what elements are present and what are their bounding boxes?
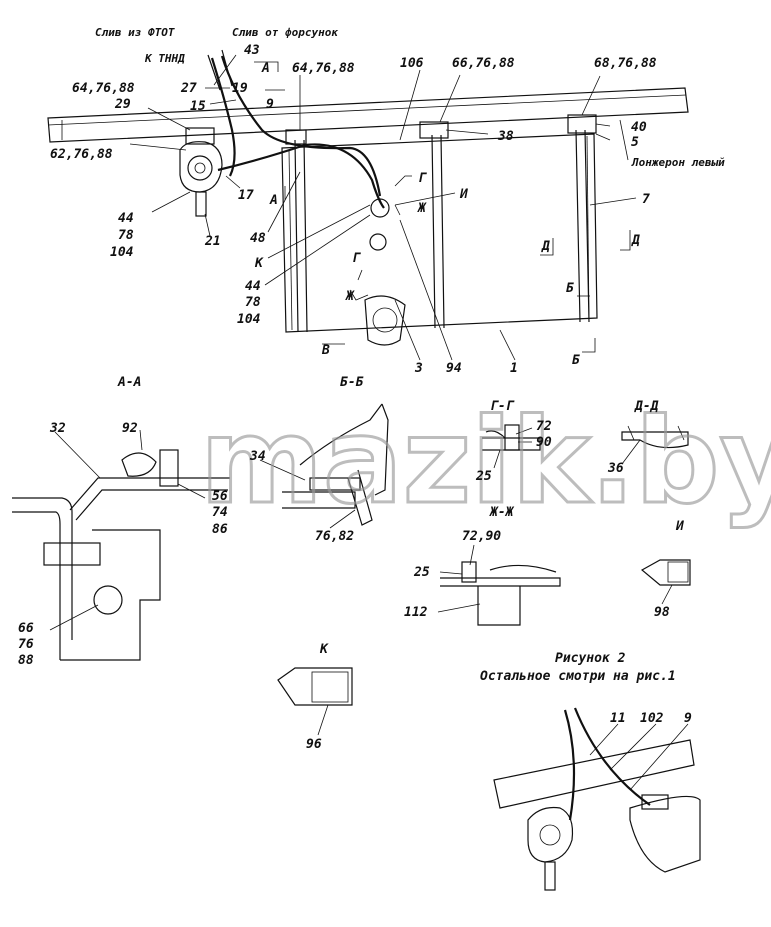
label-74: 74 [212, 505, 228, 520]
label-34: 34 [249, 449, 266, 464]
label-88-aa: 88 [18, 653, 34, 668]
label-72-90-zhzh: 72,90 [462, 529, 501, 544]
label-D-1: Д [541, 239, 550, 254]
label-72-gg: 72 [536, 419, 552, 434]
side-member-rail [47, 87, 689, 143]
label-56: 56 [212, 489, 228, 504]
label-112: 112 [404, 605, 428, 620]
figure-note: Остальное смотри на рис.1 [480, 669, 676, 684]
label-36: 36 [607, 461, 624, 476]
section-zhzh-drawing [437, 544, 561, 626]
position-labels: 43 27 19 15 9 64,76,88 29 62,76,88 64,76… [18, 43, 692, 752]
label-106: 106 [400, 56, 424, 71]
label-104-b: 104 [237, 312, 261, 327]
label-A-top: А [261, 61, 270, 76]
label-76-82: 76,82 [315, 529, 354, 544]
label-102: 102 [640, 711, 664, 726]
section-dd-drawing [621, 425, 689, 465]
label-64-76-88-b: 64,76,88 [292, 61, 355, 76]
label-9: 9 [266, 97, 274, 112]
view-i-drawing [640, 559, 691, 605]
label-40: 40 [631, 120, 647, 135]
label-96: 96 [306, 737, 322, 752]
section-bb-drawing [259, 403, 389, 529]
caption-drain-injectors: Слив от форсунок [232, 26, 338, 39]
label-98: 98 [654, 605, 670, 620]
label-29: 29 [114, 97, 131, 112]
caption-side-member: Лонжерон левый [631, 156, 725, 169]
view-title-k: К [319, 642, 329, 657]
label-B-2: Б [572, 353, 580, 368]
label-43: 43 [244, 43, 260, 58]
view-title-i: И [675, 519, 684, 534]
section-title-gg: Г-Г [490, 399, 515, 414]
label-38: 38 [497, 129, 514, 144]
label-15: 15 [190, 99, 206, 114]
label-5: 5 [631, 135, 639, 150]
label-76-aa: 76 [18, 637, 34, 652]
section-title-dd: Д-Д [634, 399, 659, 414]
label-90-gg: 90 [536, 435, 552, 450]
label-78-a: 78 [118, 228, 134, 243]
return-pipes [207, 49, 385, 209]
label-92: 92 [122, 421, 138, 436]
section-gg-drawing [482, 424, 541, 469]
label-78-b: 78 [245, 295, 261, 310]
label-G-2: Г [352, 251, 361, 266]
label-3: 3 [414, 361, 423, 376]
label-G-1: Г [418, 171, 427, 186]
label-48: 48 [250, 231, 266, 246]
label-I: И [459, 187, 468, 202]
label-94: 94 [446, 361, 462, 376]
label-11: 11 [610, 711, 626, 726]
label-62-76-88: 62,76,88 [50, 147, 113, 162]
label-32: 32 [49, 421, 66, 436]
view-k-drawing [277, 667, 353, 736]
leader-lines-main [129, 54, 637, 361]
label-66-aa: 66 [18, 621, 34, 636]
section-title-aa: А-А [117, 375, 141, 390]
filter-assembly [179, 141, 223, 217]
label-Zh-2: Ж [345, 289, 355, 304]
label-44-b: 44 [245, 279, 261, 294]
tank-straps [294, 129, 590, 333]
label-68-76-88: 68,76,88 [594, 56, 657, 71]
label-44-a: 44 [118, 211, 134, 226]
label-25-gg: 25 [475, 469, 492, 484]
label-86: 86 [212, 522, 228, 537]
label-B-1: Б [566, 281, 574, 296]
watermark: mazik.by [200, 392, 771, 530]
label-21: 21 [204, 234, 221, 249]
label-K: К [254, 256, 264, 271]
label-7: 7 [642, 192, 650, 207]
label-64-76-88-a: 64,76,88 [72, 81, 135, 96]
fuel-tank [281, 133, 598, 333]
label-27: 27 [180, 81, 197, 96]
label-19: 19 [232, 81, 248, 96]
label-1: 1 [510, 361, 518, 376]
label-V: В [321, 343, 330, 358]
label-66-76-88: 66,76,88 [452, 56, 515, 71]
label-17: 17 [238, 188, 254, 203]
caption-to-tnnd: К ТННД [144, 52, 185, 65]
section-title-zhzh: Ж-Ж [489, 505, 515, 520]
figure-2-detail [493, 707, 701, 891]
label-A-bottom: А [269, 193, 278, 208]
label-9-fig2: 9 [684, 711, 692, 726]
label-104-a: 104 [110, 245, 134, 260]
tank-sender-unit [364, 198, 406, 346]
caption-drain-ftot: Слив из ФТОТ [95, 26, 175, 39]
section-title-bb: Б-Б [340, 375, 364, 390]
section-aa-drawing [12, 429, 230, 661]
figure-title: Рисунок 2 [555, 651, 626, 666]
label-Zh-1: Ж [417, 201, 427, 216]
label-25-zhzh: 25 [413, 565, 430, 580]
label-D-2: Д [631, 233, 640, 248]
